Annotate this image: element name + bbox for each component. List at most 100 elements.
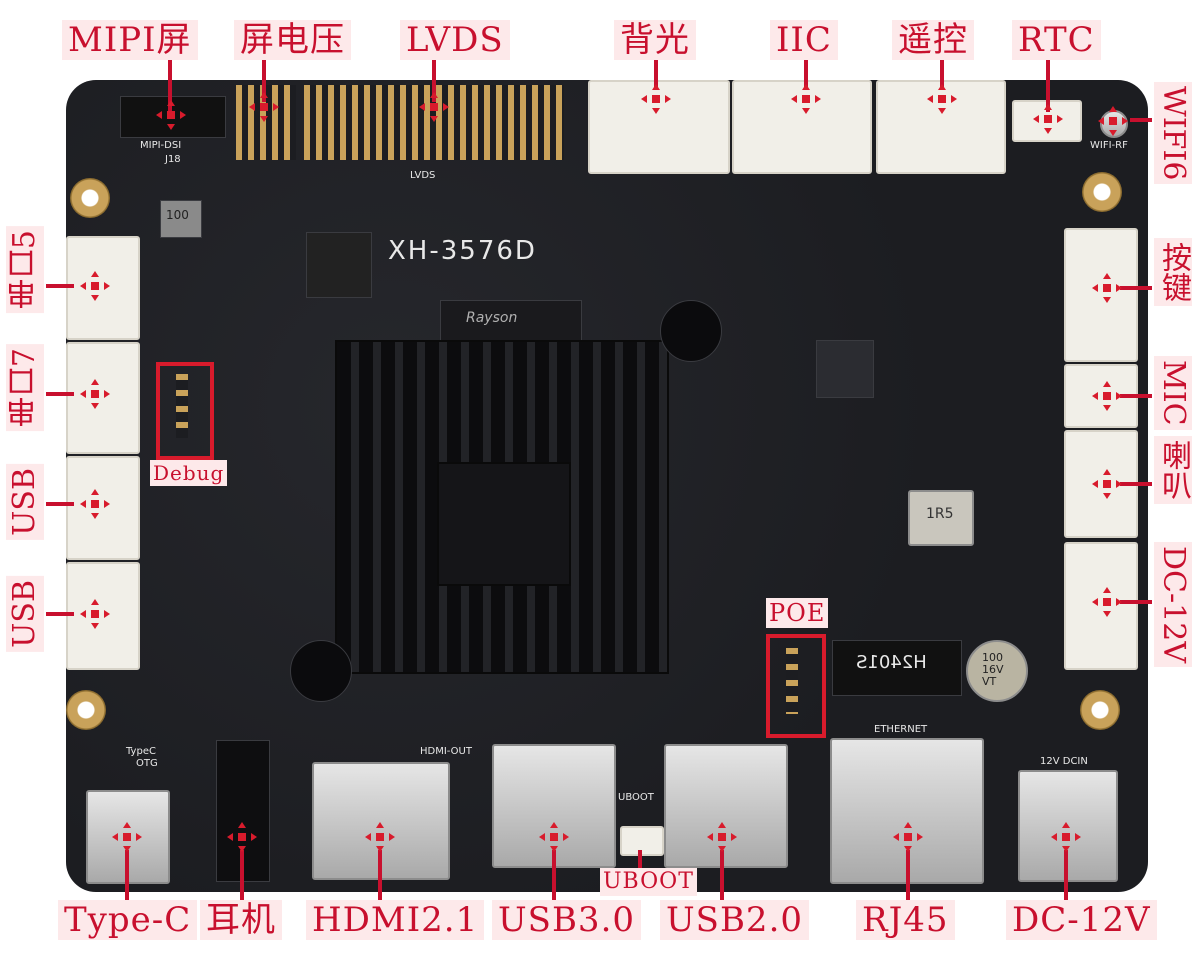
leader-line — [46, 284, 74, 288]
transformer-silk: H2401S — [856, 652, 927, 673]
leader-line — [906, 850, 910, 902]
label-debug: Debug — [150, 460, 228, 486]
marker-lvds — [419, 92, 449, 122]
leader-line — [654, 60, 658, 88]
marker-rj45 — [893, 822, 923, 852]
marker-usb20 — [707, 822, 737, 852]
marker-backlight — [641, 84, 671, 114]
leader-line — [1120, 286, 1152, 290]
leader-line — [1120, 394, 1152, 398]
label-dc12v-bottom: DC-12V — [1006, 900, 1157, 940]
marker-usb-left-2 — [80, 599, 110, 629]
leader-line — [804, 60, 808, 88]
cpu-heatsink — [335, 340, 669, 674]
dc-in-silk: 12V DCIN — [1040, 756, 1088, 767]
label-remote: 遥控 — [892, 20, 974, 60]
j18-silk: J18 — [165, 154, 181, 165]
leader-line — [46, 612, 74, 616]
inductor-right-silk: 1R5 — [926, 506, 954, 522]
mipi-connector — [120, 96, 226, 138]
usb-left-connector-2 — [66, 562, 140, 670]
leader-line — [940, 60, 944, 88]
label-headphone: 耳机 — [200, 900, 282, 940]
uboot-button — [620, 826, 664, 856]
chip-brand: Rayson — [466, 310, 518, 326]
poe-header — [786, 648, 798, 714]
leader-line — [125, 850, 129, 902]
label-uart7: 串口7 — [6, 344, 44, 432]
marker-usb-left-1 — [80, 489, 110, 519]
leader-line — [1120, 600, 1152, 604]
marker-hdmi — [365, 822, 395, 852]
usb20-port — [664, 744, 788, 868]
label-poe: POE — [766, 598, 829, 628]
debug-header-box — [156, 362, 214, 460]
label-wifi6: WIFI6 — [1154, 82, 1192, 185]
leader-line — [638, 850, 642, 868]
leader-line — [1130, 118, 1152, 122]
debug-header — [176, 374, 188, 438]
ethernet-silk: ETHERNET — [874, 724, 928, 735]
board-model: XH-3576D — [388, 236, 537, 266]
leader-line — [1046, 60, 1050, 112]
marker-usb30 — [539, 822, 569, 852]
uart5-connector — [66, 236, 140, 340]
marker-dc12v-bottom — [1051, 822, 1081, 852]
label-usb-left-1: USB — [6, 464, 44, 540]
leader-line — [1120, 482, 1152, 486]
marker-dc12v-right — [1092, 587, 1122, 617]
leader-line — [168, 60, 172, 112]
label-backlight: 背光 — [614, 20, 696, 60]
label-speaker: 喇叭 — [1154, 436, 1192, 504]
dc12v-right-connector — [1064, 542, 1138, 670]
label-screen-voltage: 屏电压 — [234, 20, 351, 60]
knob-top — [660, 300, 722, 362]
ram-chip — [440, 300, 582, 342]
marker-iic — [791, 84, 821, 114]
label-mic: MIC — [1154, 356, 1192, 430]
mounting-hole — [66, 690, 106, 730]
label-lvds: LVDS — [400, 20, 510, 60]
label-usb30: USB3.0 — [492, 900, 642, 940]
label-iic: IIC — [770, 20, 838, 60]
keys-connector — [1064, 228, 1138, 362]
label-dc12v-right: DC-12V — [1154, 542, 1192, 667]
leader-line — [432, 60, 436, 102]
label-rtc: RTC — [1012, 20, 1101, 60]
codec-chip — [816, 340, 874, 398]
marker-mipi — [156, 100, 186, 130]
marker-speaker — [1092, 469, 1122, 499]
marker-screen-voltage — [249, 92, 279, 122]
chip-quad — [306, 232, 372, 298]
marker-remote — [927, 84, 957, 114]
hdmi-out-silk: HDMI-OUT — [420, 746, 472, 757]
leader-line — [720, 850, 724, 902]
wifi-rf-silk: WIFI-RF — [1090, 140, 1128, 151]
inductor-left — [160, 200, 202, 238]
otg-silk: OTG — [136, 758, 158, 769]
label-uart5: 串口5 — [6, 226, 44, 314]
mounting-hole — [1082, 172, 1122, 212]
leader-line — [1064, 850, 1068, 902]
ethernet-transformer — [832, 640, 962, 696]
marker-mic — [1092, 381, 1122, 411]
marker-headphone — [227, 822, 257, 852]
mounting-hole — [1080, 690, 1120, 730]
leader-line — [262, 60, 266, 102]
marker-rtc — [1033, 104, 1063, 134]
marker-keys — [1092, 273, 1122, 303]
uboot-silk: UBOOT — [618, 792, 654, 803]
leader-line — [46, 502, 74, 506]
mipi-dsi-silk: MIPI-DSI — [140, 140, 182, 151]
mounting-hole — [70, 178, 110, 218]
label-usb-left-2: USB — [6, 576, 44, 652]
leader-line — [378, 850, 382, 902]
label-hdmi: HDMI2.1 — [306, 900, 485, 940]
capacitor-silk: 100 16V VT — [982, 651, 1004, 688]
marker-typec — [112, 822, 142, 852]
label-keys: 按键 — [1154, 238, 1192, 306]
label-mipi: MIPI屏 — [62, 20, 198, 60]
typec-silk: TypeC — [126, 746, 156, 757]
label-typec: Type-C — [58, 900, 198, 940]
poe-header-box — [766, 634, 826, 738]
